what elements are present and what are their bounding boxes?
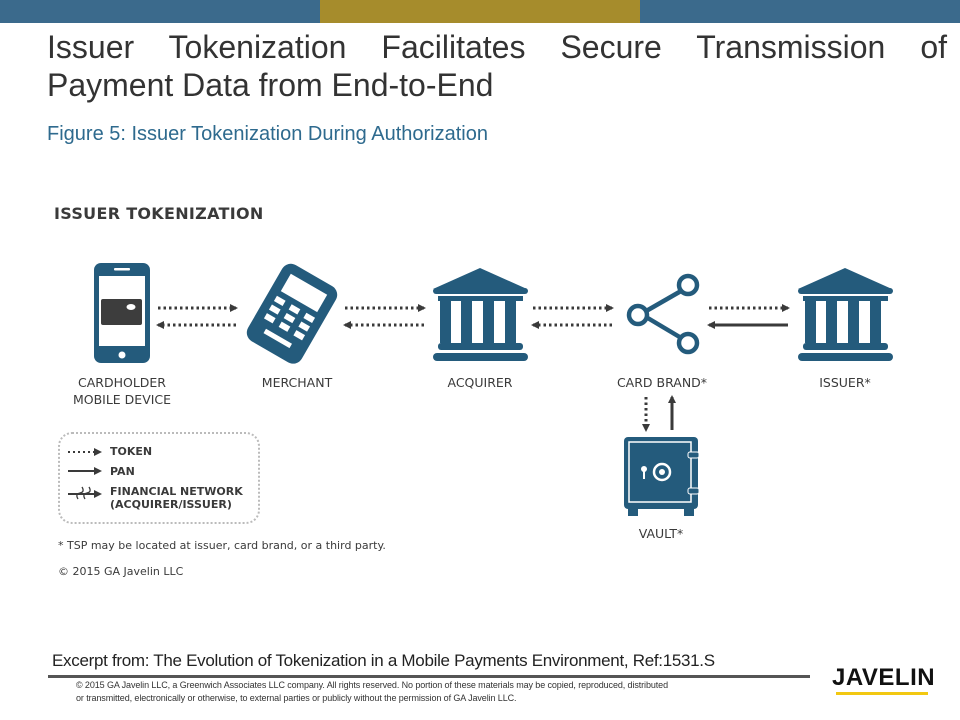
legend-pan-label: PAN xyxy=(110,465,135,478)
top-bar-center xyxy=(320,0,640,23)
divider xyxy=(48,675,810,678)
legend-token-label: TOKEN xyxy=(110,445,153,458)
label-line: CARDHOLDER xyxy=(77,375,167,390)
smartphone-icon xyxy=(94,263,150,363)
label-line: FINANCIAL NETWORK xyxy=(110,485,243,498)
bank-icon xyxy=(433,268,528,361)
node-label-issuer: ISSUER* xyxy=(819,375,871,390)
node-label-vault: VAULT* xyxy=(638,526,684,541)
label-line: MOBILE DEVICE xyxy=(72,392,172,407)
node-label-acquirer: ACQUIRER xyxy=(447,375,513,390)
top-bar-left xyxy=(0,0,320,23)
source-excerpt: Excerpt from: The Evolution of Tokenizat… xyxy=(52,651,715,670)
footnote: * TSP may be located at issuer, card bra… xyxy=(58,539,386,552)
node-label-merchant: MERCHANT xyxy=(261,375,333,390)
flow-arrows xyxy=(68,304,790,500)
logo-underline xyxy=(836,692,928,695)
legend-box xyxy=(58,432,260,524)
bank-icon xyxy=(798,268,893,361)
label-line: (ACQUIRER/ISSUER) xyxy=(110,498,232,511)
legend-network-label: FINANCIAL NETWORK(ACQUIRER/ISSUER) xyxy=(110,485,243,511)
figure-caption: Figure 5: Issuer Tokenization During Aut… xyxy=(47,123,488,145)
slide-title: Issuer Tokenization Facilitates Secure T… xyxy=(47,29,947,103)
legend-network-icon xyxy=(68,486,102,500)
node-label-card-brand: CARD BRAND* xyxy=(616,375,708,390)
network-share-icon xyxy=(626,273,700,355)
legal-text-line1: © 2015 GA Javelin LLC, a Greenwich Assoc… xyxy=(76,680,668,690)
javelin-logo: JAVELIN xyxy=(832,664,936,691)
legal-text-line2: or transmitted, electronically or otherw… xyxy=(76,693,517,703)
safe-icon xyxy=(624,437,700,516)
top-bar-right xyxy=(640,0,960,23)
node-label-cardholder: CARDHOLDER MOBILE DEVICE xyxy=(73,374,171,408)
diagram-heading: ISSUER TOKENIZATION xyxy=(54,204,264,223)
payment-terminal-icon xyxy=(246,263,338,364)
diagram-copyright: © 2015 GA Javelin LLC xyxy=(58,565,184,578)
